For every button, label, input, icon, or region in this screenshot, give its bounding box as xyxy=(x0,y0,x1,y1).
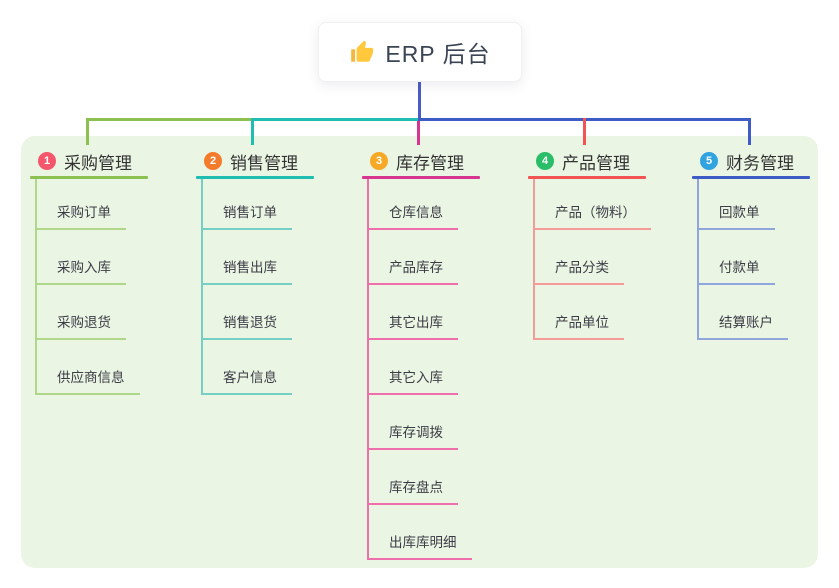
root-node-erp[interactable]: ERP 后台 xyxy=(318,22,522,82)
leaf-node[interactable]: 产品库存 xyxy=(367,255,458,285)
branch-2-number-badge: 2 xyxy=(204,152,222,170)
branch-5-title-node[interactable]: 5 财务管理 xyxy=(692,148,818,174)
branch-2-label: 销售管理 xyxy=(230,153,298,173)
connector-bus-branch-2 xyxy=(251,118,419,121)
branch-2-title-node[interactable]: 2 销售管理 xyxy=(196,148,322,174)
branch-1-underline xyxy=(30,176,148,179)
root-connector-line xyxy=(418,82,421,120)
branch-4-child-rail xyxy=(533,179,535,340)
leaf-node[interactable]: 结算账户 xyxy=(697,310,788,340)
leaf-node[interactable]: 销售退货 xyxy=(201,310,292,340)
branch-2-child-rail xyxy=(201,179,203,395)
leaf-node[interactable]: 客户信息 xyxy=(201,365,292,395)
branch-3-number-badge: 3 xyxy=(370,152,388,170)
leaf-node[interactable]: 采购退货 xyxy=(35,310,126,340)
connector-bus-branch-1 xyxy=(86,118,253,121)
leaf-node[interactable]: 库存调拨 xyxy=(367,420,458,450)
branch-4-title-node[interactable]: 4 产品管理 xyxy=(528,148,654,174)
leaf-node[interactable]: 销售订单 xyxy=(201,200,292,230)
leaf-node[interactable]: 采购订单 xyxy=(35,200,126,230)
connector-drop-branch-3 xyxy=(417,119,420,145)
leaf-node[interactable]: 库存盘点 xyxy=(367,475,458,505)
leaf-node[interactable]: 付款单 xyxy=(697,255,775,285)
branch-1-purchase: 1 采购管理 采购订单 采购入库 采购退货 供应商信息 xyxy=(30,148,156,395)
leaf-node[interactable]: 产品分类 xyxy=(533,255,624,285)
leaf-node[interactable]: 采购入库 xyxy=(35,255,126,285)
leaf-node[interactable]: 其它入库 xyxy=(367,365,458,395)
connector-drop-branch-4 xyxy=(583,118,586,145)
branch-2-sales: 2 销售管理 销售订单 销售出库 销售退货 客户信息 xyxy=(196,148,322,395)
leaf-node[interactable]: 产品单位 xyxy=(533,310,624,340)
leaf-node[interactable]: 出库库明细 xyxy=(367,530,472,560)
branch-5-label: 财务管理 xyxy=(726,153,794,173)
thumbs-up-icon xyxy=(349,39,375,65)
branch-1-title-node[interactable]: 1 采购管理 xyxy=(30,148,156,174)
branch-4-label: 产品管理 xyxy=(562,153,630,173)
branches-background-panel xyxy=(21,136,818,568)
connector-drop-branch-1 xyxy=(86,118,89,145)
branch-5-finance: 5 财务管理 回款单 付款单 结算账户 xyxy=(692,148,818,340)
leaf-node[interactable]: 回款单 xyxy=(697,200,775,230)
branch-1-number-badge: 1 xyxy=(38,152,56,170)
branch-4-number-badge: 4 xyxy=(536,152,554,170)
branch-2-underline xyxy=(196,176,314,179)
leaf-node[interactable]: 销售出库 xyxy=(201,255,292,285)
branch-5-number-badge: 5 xyxy=(700,152,718,170)
root-node-label: ERP 后台 xyxy=(385,41,491,67)
leaf-node[interactable]: 产品（物料） xyxy=(533,200,651,230)
branch-4-underline xyxy=(528,176,646,179)
branch-4-product: 4 产品管理 产品（物料） 产品分类 产品单位 xyxy=(528,148,654,340)
branch-3-title-node[interactable]: 3 库存管理 xyxy=(362,148,488,174)
connector-drop-branch-5 xyxy=(748,118,751,145)
branch-1-label: 采购管理 xyxy=(64,153,132,173)
branch-3-label: 库存管理 xyxy=(396,153,464,173)
leaf-node[interactable]: 其它出库 xyxy=(367,310,458,340)
branch-5-child-rail xyxy=(697,179,699,340)
branch-3-child-rail xyxy=(367,179,369,560)
leaf-node[interactable]: 仓库信息 xyxy=(367,200,458,230)
branch-3-underline xyxy=(362,176,480,179)
branch-5-underline xyxy=(692,176,810,179)
connector-drop-branch-2 xyxy=(251,118,254,145)
branch-3-inventory: 3 库存管理 仓库信息 产品库存 其它出库 其它入库 库存调拨 库存盘点 出库库… xyxy=(362,148,488,560)
leaf-node[interactable]: 供应商信息 xyxy=(35,365,140,395)
branch-1-child-rail xyxy=(35,179,37,395)
